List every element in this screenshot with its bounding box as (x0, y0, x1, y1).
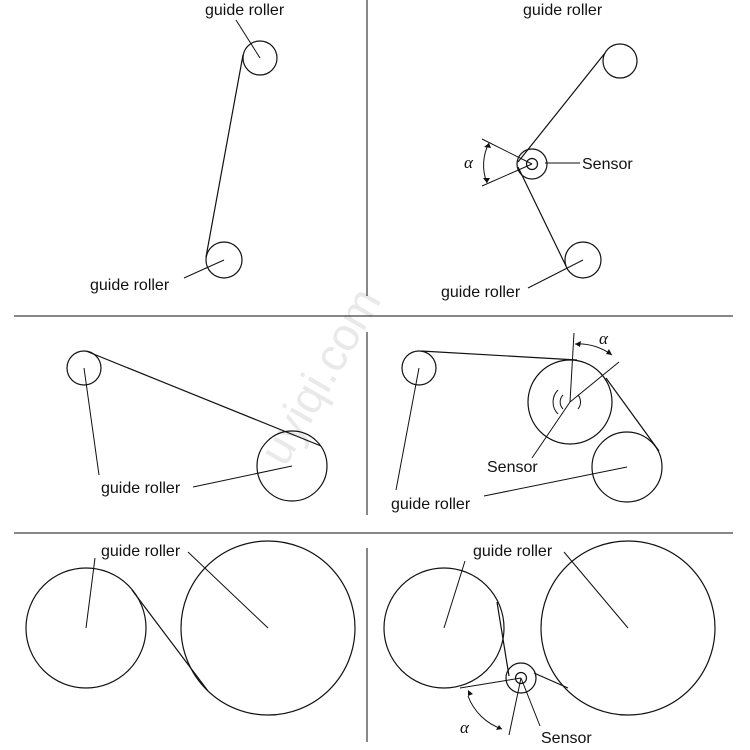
label-sensor: Sensor (487, 459, 538, 476)
guide-roller-bottom (205, 241, 243, 279)
panel-large-sensor: α Sensor guide roller (391, 329, 663, 513)
guide-roller-small (401, 350, 437, 386)
guide-roller-left (383, 567, 505, 689)
leader-line-left (85, 557, 96, 629)
angle-arrowhead-lower (496, 725, 502, 730)
web-line-top (420, 350, 578, 361)
sensor-symbol-arc-inner (559, 394, 564, 410)
panel-small-sensor: α Sensor guide roller guide roller (441, 2, 638, 301)
web-line-right (605, 377, 660, 452)
angle-arrowhead-upper (484, 143, 491, 148)
sensor-roller-hub (525, 157, 539, 171)
sensor-roller-hub (514, 671, 528, 685)
label-alpha: α (464, 153, 474, 172)
leader-line-right (483, 466, 628, 497)
leader-line-sensor (520, 677, 541, 727)
leader-line-small (83, 367, 100, 476)
panel-two-large-rollers: guide roller (25, 540, 356, 716)
label-guide-roller-bottom: guide roller (90, 277, 170, 294)
angle-arrowhead-upper (468, 690, 473, 696)
angle-arc (483, 142, 490, 184)
web-line-right (533, 672, 569, 689)
sensor-symbol-arc-right (577, 394, 582, 410)
label-guide-roller: guide roller (101, 543, 181, 560)
guide-roller-left (25, 567, 147, 689)
label-alpha: α (599, 329, 609, 348)
web-line-upper (517, 52, 606, 163)
panel-dividers (14, 0, 733, 742)
web-line (205, 54, 244, 258)
label-guide-roller: guide roller (101, 480, 181, 497)
leader-line-large (192, 465, 293, 488)
label-sensor: Sensor (541, 730, 592, 747)
sensor-symbol-arc-outer (552, 389, 559, 415)
angle-ray-vertical (569, 332, 575, 403)
angle-arrowhead-right (606, 349, 612, 355)
panel-straight-web: guide roller guide roller (90, 2, 285, 294)
label-alpha: α (460, 718, 470, 737)
guide-roller-bottom (564, 241, 602, 279)
web-line-left (496, 601, 510, 677)
angle-arrowhead-lower (483, 178, 490, 183)
leader-line-right (187, 551, 269, 629)
leader-line-top (235, 19, 261, 59)
leader-line-small (395, 367, 420, 491)
label-sensor: Sensor (582, 156, 633, 173)
leader-line-right (563, 551, 629, 629)
web-line (85, 350, 322, 447)
web-line (131, 589, 209, 692)
angle-ray-upper (481, 138, 533, 165)
guide-roller-right (591, 431, 663, 503)
angle-ray-diagonal (569, 361, 620, 403)
web-line-lower (517, 166, 567, 267)
panel-two-large-rollers-sensor: α Sensor guide roller (383, 540, 716, 747)
sensor-roller (505, 662, 537, 694)
leader-line-left (443, 560, 466, 629)
panel-two-rollers-middle: guide roller (66, 350, 328, 502)
label-guide-roller-bottom: guide roller (441, 284, 521, 301)
leader-line-sensor (531, 401, 571, 459)
leader-line-bottom (527, 259, 584, 289)
angle-arrowhead-left (575, 341, 581, 347)
label-guide-roller: guide roller (473, 543, 553, 560)
angle-arc (467, 695, 503, 730)
sensor-roller (516, 148, 548, 180)
guide-roller-small (66, 350, 102, 386)
guide-roller-right (180, 540, 356, 716)
angle-ray-lower (481, 163, 533, 187)
guide-roller-right (540, 540, 716, 716)
angle-ray-horizontal (459, 677, 522, 689)
label-guide-roller-top: guide roller (205, 2, 285, 19)
label-guide-roller: guide roller (391, 496, 471, 513)
leader-line-bottom (183, 259, 225, 279)
guide-roller-top (602, 43, 638, 79)
guide-roller-large (256, 430, 328, 502)
label-guide-roller-top: guide roller (523, 2, 603, 19)
angle-ray-vertical (508, 677, 522, 736)
